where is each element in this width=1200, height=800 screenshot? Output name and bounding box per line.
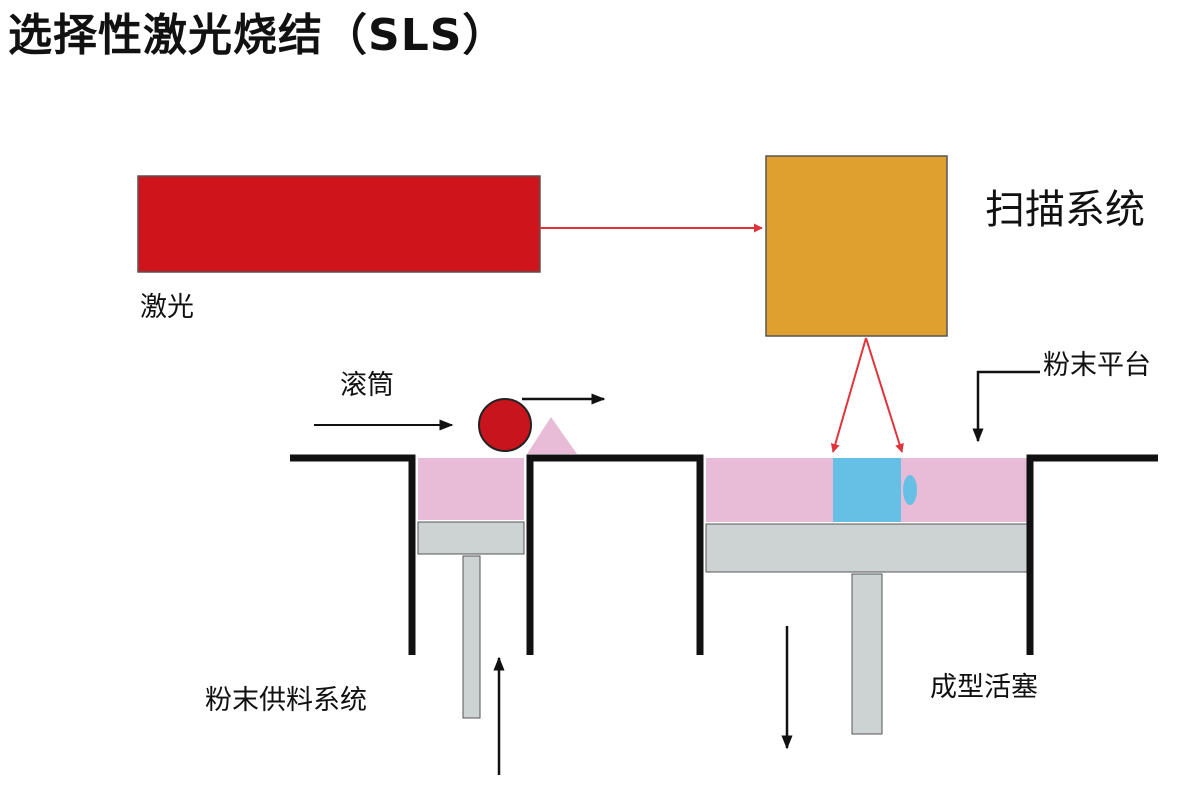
chamber-walls [290,454,1158,655]
laser-label: 激光 [140,292,194,323]
build-piston-plate [705,523,1031,573]
spread-powder-wedge [527,417,577,454]
powder-platform-label: 粉末平台 [1043,350,1151,381]
diagram-title: 选择性激光烧结（SLS） [8,10,508,61]
scan-system-label: 扫描系统 [985,187,1145,233]
roller [478,398,532,452]
sintered-part [833,458,901,522]
laser-block [137,175,541,273]
sintering-spot [903,475,917,505]
build-piston-label: 成型活塞 [930,672,1038,703]
feed-piston-rod [462,555,481,719]
scan-beam-right-arrow [865,337,904,453]
powder-feed-label: 粉末供料系统 [205,685,367,716]
build-piston-rod [851,573,883,735]
feed-piston-plate [417,521,525,555]
scanner-block [765,155,948,337]
platform-pointer-arrow [972,370,1040,443]
feed-powder [418,458,524,520]
scan-beam-left-arrow [830,337,867,453]
roller-label: 滚筒 [340,370,394,401]
